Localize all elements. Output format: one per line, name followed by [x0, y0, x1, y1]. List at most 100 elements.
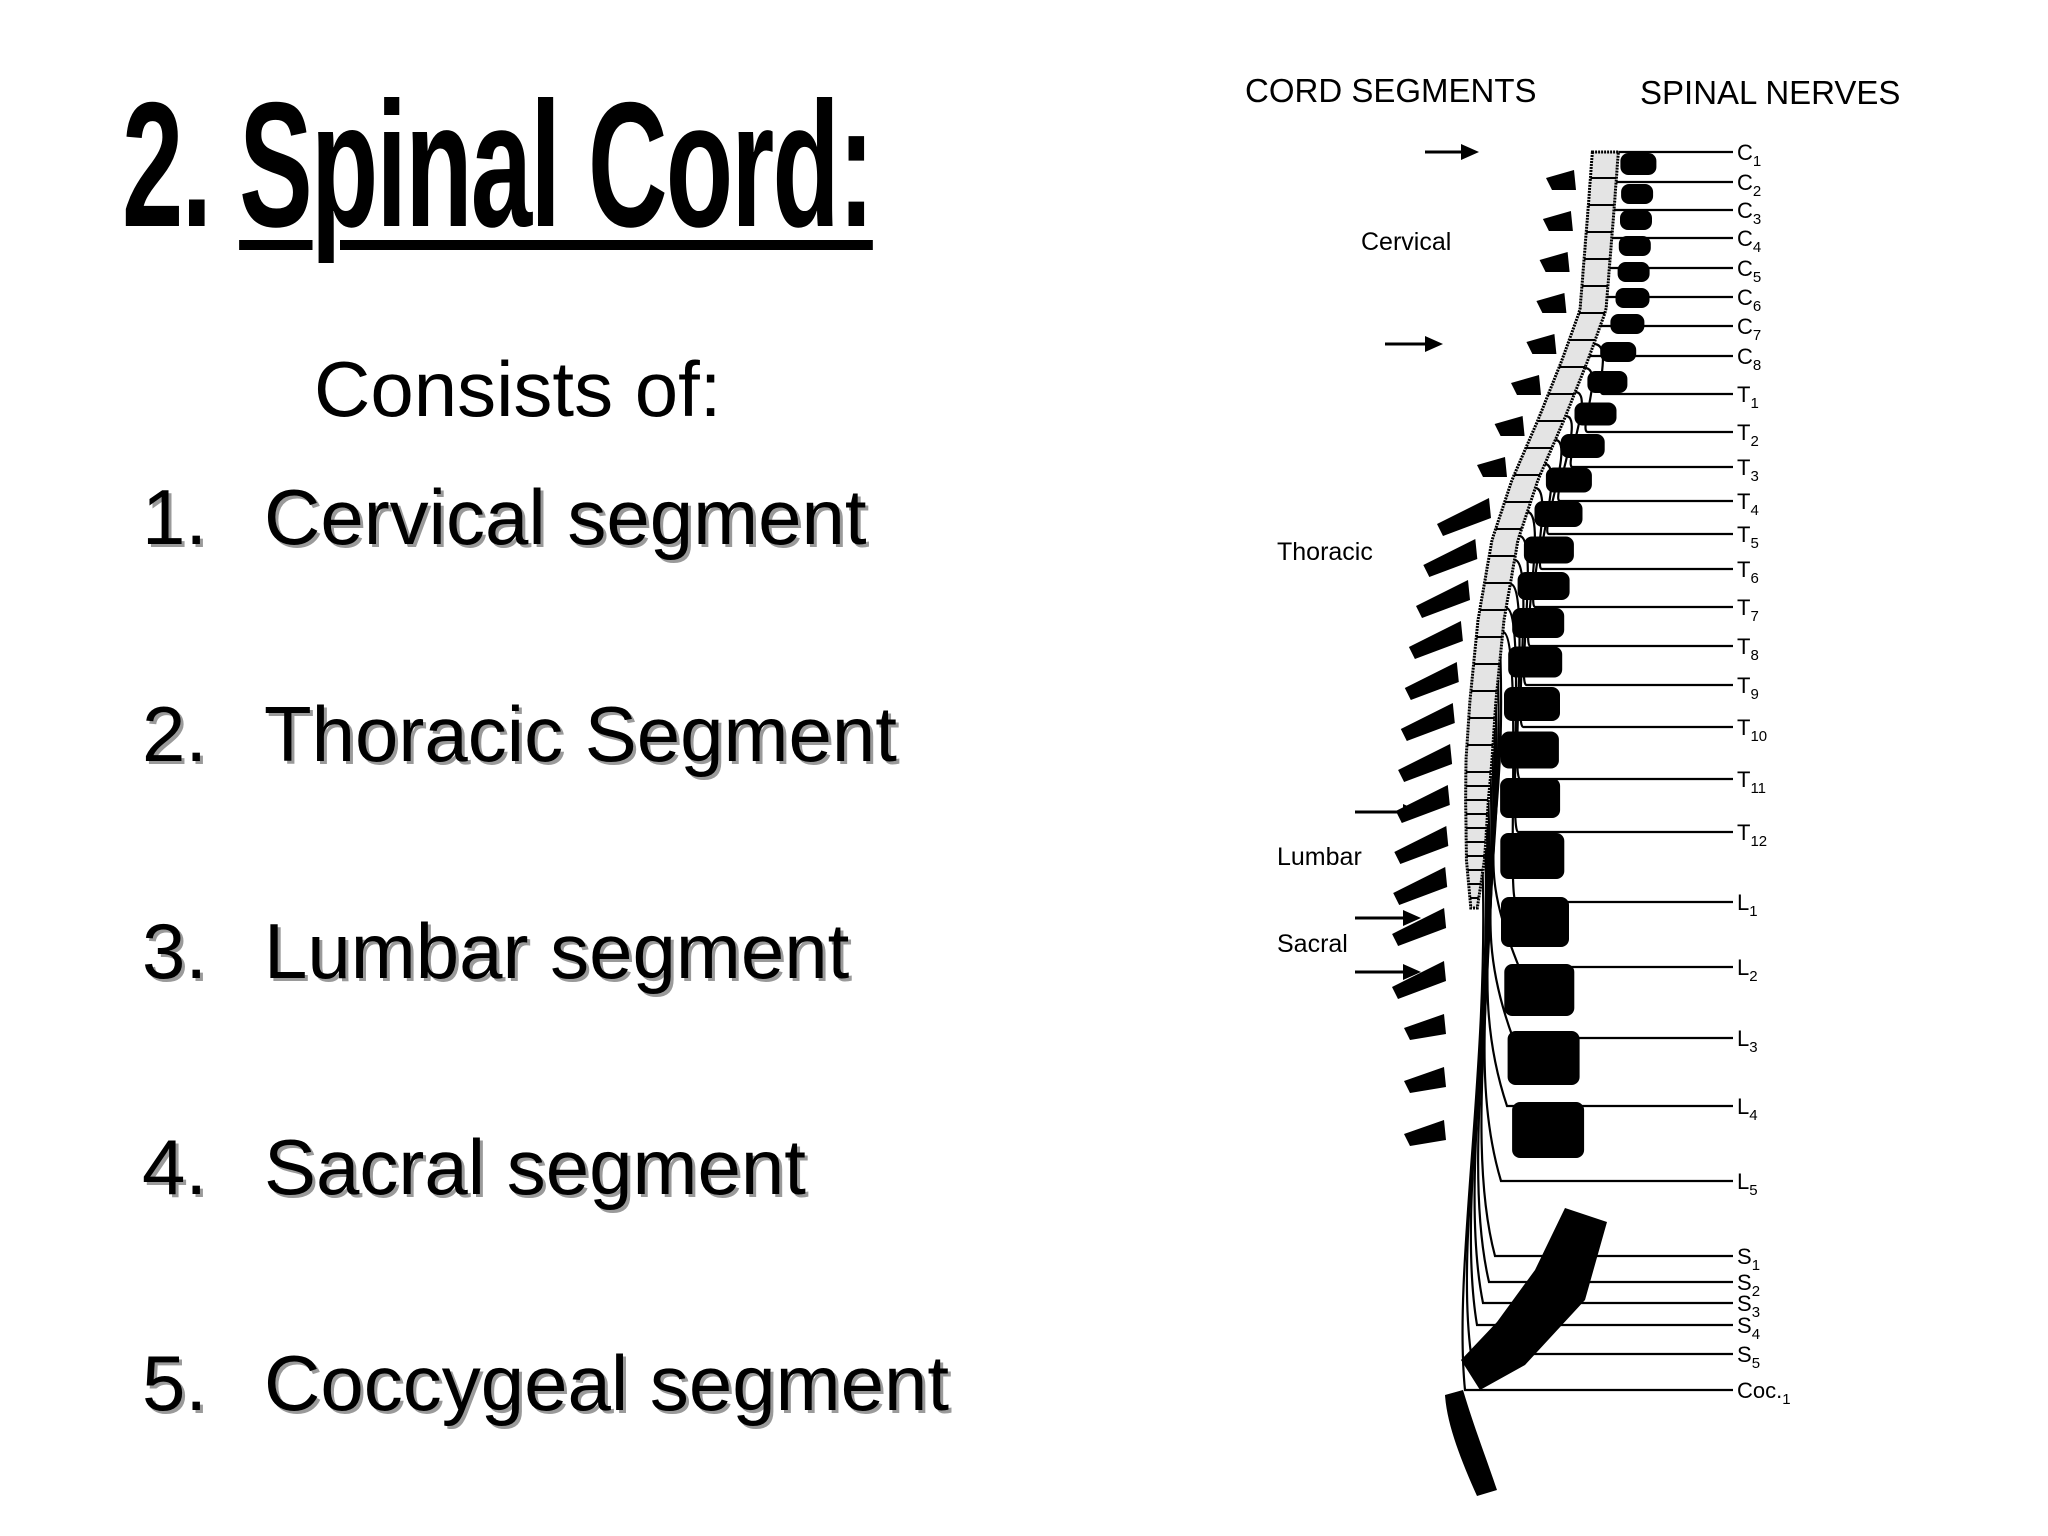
nerve-root — [1461, 871, 1733, 1392]
nerve-label: C2 — [1737, 170, 1761, 200]
segment-label: Lumbar segment — [264, 907, 850, 995]
vertebral-body — [1504, 964, 1575, 1016]
nerve-label: L4 — [1737, 1094, 1758, 1124]
nerve-subscript: 4 — [1750, 502, 1758, 519]
vertebral-body — [1545, 467, 1592, 493]
nerve-label: Coc.1 — [1737, 1378, 1791, 1408]
nerve-subscript: 10 — [1750, 728, 1767, 745]
nerve-letter: C — [1737, 226, 1753, 251]
nerve-label: T1 — [1737, 382, 1759, 412]
nerve-label: C4 — [1737, 226, 1761, 256]
nerve-letter: C — [1737, 140, 1753, 165]
nerve-root — [1584, 366, 1733, 434]
spinous-process — [1423, 539, 1478, 577]
nerve-letter: L — [1737, 890, 1749, 915]
spinous-process — [1437, 498, 1491, 536]
coccyx-bone — [1445, 1390, 1497, 1496]
nerve-label: T10 — [1737, 715, 1767, 745]
nerve-subscript: 1 — [1782, 1391, 1790, 1408]
vertebral-body — [1587, 371, 1628, 393]
nerve-letter: T — [1737, 420, 1750, 445]
nerve-subscript: 2 — [1753, 183, 1761, 200]
nerve-letter: T — [1737, 767, 1750, 792]
vertebral-body — [1574, 402, 1617, 426]
spinous-process — [1494, 416, 1525, 436]
vertebral-body — [1500, 731, 1559, 769]
arrow-icon — [1355, 964, 1421, 980]
nerve-label: T6 — [1737, 557, 1759, 587]
segment-number: 2. — [142, 690, 208, 778]
nerve-letter: T — [1737, 382, 1750, 407]
segment-number: 5. — [142, 1339, 208, 1427]
region-label-sacral: Sacral — [1277, 930, 1348, 958]
vertebral-body — [1621, 184, 1654, 204]
vertebral-body — [1617, 262, 1650, 282]
vertebral-body — [1610, 314, 1645, 334]
spinal-nerves-header: SPINAL NERVES — [1640, 74, 1900, 111]
vertebral-body — [1517, 572, 1570, 600]
spinous-process — [1398, 744, 1453, 782]
nerve-letter: L — [1737, 955, 1749, 980]
nerve-letter: T — [1737, 634, 1750, 659]
nerve-subscript: 5 — [1749, 1182, 1757, 1199]
nerve-root — [1569, 390, 1733, 469]
nerve-letter: C — [1737, 198, 1753, 223]
nerve-subscript: 4 — [1752, 1326, 1760, 1343]
nerve-label: L5 — [1737, 1169, 1758, 1199]
nerve-label: T12 — [1737, 820, 1767, 850]
nerve-subscript: 11 — [1750, 780, 1766, 797]
nerve-root — [1505, 606, 1733, 834]
nerve-subscript: 3 — [1753, 211, 1761, 228]
nerve-subscript: 3 — [1749, 1039, 1757, 1056]
vertebral-body — [1500, 778, 1561, 818]
vertebral-body — [1523, 536, 1574, 564]
nerve-label: C8 — [1737, 344, 1761, 374]
spinous-process — [1408, 621, 1463, 659]
spinous-process — [1393, 867, 1448, 905]
nerve-letter: Coc. — [1737, 1378, 1782, 1403]
nerve-letter: L — [1737, 1094, 1749, 1119]
nerve-subscript: 6 — [1753, 298, 1761, 315]
nerve-subscript: 2 — [1749, 968, 1757, 985]
nerve-subscript: 1 — [1753, 153, 1761, 170]
nerve-letter: C — [1737, 314, 1753, 339]
vertebral-body — [1600, 342, 1637, 362]
region-label-cervical: Cervical — [1361, 228, 1451, 256]
sacrum-bone — [1461, 1208, 1607, 1390]
segment-item-thoracic: 2.Thoracic Segment — [142, 695, 897, 773]
spinous-process — [1404, 662, 1459, 700]
nerve-subscript: 2 — [1752, 1283, 1760, 1300]
region-label-lumbar: Lumbar — [1277, 843, 1362, 871]
nerve-letter: T — [1737, 455, 1750, 480]
spinous-process — [1394, 826, 1449, 864]
nerve-subscript: 7 — [1750, 608, 1758, 625]
nerve-subscript: 4 — [1749, 1107, 1757, 1124]
nerve-label: T5 — [1737, 522, 1759, 552]
segment-item-sacral: 4.Sacral segment — [142, 1128, 806, 1206]
subtitle: Consists of: — [314, 345, 722, 433]
nerve-root — [1526, 510, 1733, 648]
nerve-roots — [1461, 150, 1733, 1392]
spinous-process — [1477, 457, 1507, 477]
segment-number: 3. — [142, 907, 208, 995]
nerve-letter: S — [1737, 1291, 1752, 1316]
nerve-label: L1 — [1737, 890, 1758, 920]
nerve-letter: T — [1737, 595, 1750, 620]
nerve-label: T11 — [1737, 767, 1766, 797]
nerve-label: L2 — [1737, 955, 1758, 985]
segment-number: 1. — [142, 473, 208, 561]
arrow-icon — [1355, 910, 1421, 926]
spinous-process — [1404, 1120, 1446, 1146]
vertebrae — [1500, 153, 1657, 1158]
vertebral-body — [1507, 1031, 1580, 1085]
nerve-label: T2 — [1737, 420, 1759, 450]
segment-label: Cervical segment — [264, 473, 867, 561]
spinous-processes — [1392, 170, 1576, 1146]
nerve-root — [1538, 462, 1733, 571]
slide-title: 2. Spinal Cord: — [122, 76, 875, 254]
nerve-letter: T — [1737, 673, 1750, 698]
nerve-root — [1593, 342, 1733, 396]
nerve-label: C7 — [1737, 314, 1761, 344]
spinous-process — [1539, 252, 1570, 272]
spinous-process — [1395, 785, 1450, 823]
